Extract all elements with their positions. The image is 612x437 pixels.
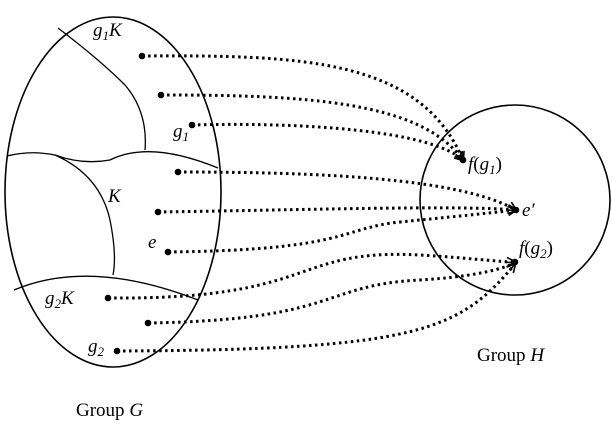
label-eprime: e′ <box>522 200 535 221</box>
g1k-point-1 <box>138 52 146 60</box>
caption-group-g: Group G <box>76 400 143 421</box>
coset-boundary-g1k-k <box>6 151 219 169</box>
arrow-g1-to-fg1 <box>191 122 466 162</box>
g2k-point-1 <box>104 294 112 302</box>
label-k: K <box>107 186 122 207</box>
g2k-point-2 <box>144 319 152 327</box>
coset-boundary-g1k-inner <box>57 27 146 151</box>
arrow-g2k-point2-to-fg2 <box>147 261 518 325</box>
label-g2: g2 <box>88 336 105 359</box>
label-g1: g1 <box>173 121 189 144</box>
g1-point <box>188 121 196 129</box>
arrow-g2k-point1-to-fg2 <box>107 252 518 300</box>
arrow-k-point1-to-eprime <box>177 170 519 212</box>
label-g2k: g2K <box>45 288 75 311</box>
label-fg2: f(g2) <box>519 238 553 261</box>
coset-boundary-k-inner <box>54 154 116 276</box>
g1k-point-2 <box>157 91 165 99</box>
label-e: e <box>148 232 156 253</box>
e-point <box>164 248 172 256</box>
group-g-ellipse <box>4 16 222 368</box>
arrow-g1k-point2-to-fg1 <box>160 93 465 163</box>
k-point-1 <box>174 168 182 176</box>
k-point-2 <box>154 208 162 216</box>
caption-group-h: Group H <box>477 345 545 366</box>
fg1-point <box>459 156 467 164</box>
coset-boundary-k-g2k <box>13 275 199 301</box>
g2-point <box>113 347 121 355</box>
fg2-point <box>511 258 519 266</box>
arrow-g1k-point1-to-fg1 <box>141 54 465 163</box>
arrow-g2-to-fg2 <box>116 261 517 353</box>
arrow-k-point2-to-eprime <box>157 204 519 215</box>
group-h-circle <box>419 104 611 296</box>
label-g1k: g1K <box>93 20 123 43</box>
eprime-point <box>512 206 520 214</box>
label-fg1: f(g1) <box>468 154 502 177</box>
arrow-e-to-eprime <box>167 205 519 254</box>
